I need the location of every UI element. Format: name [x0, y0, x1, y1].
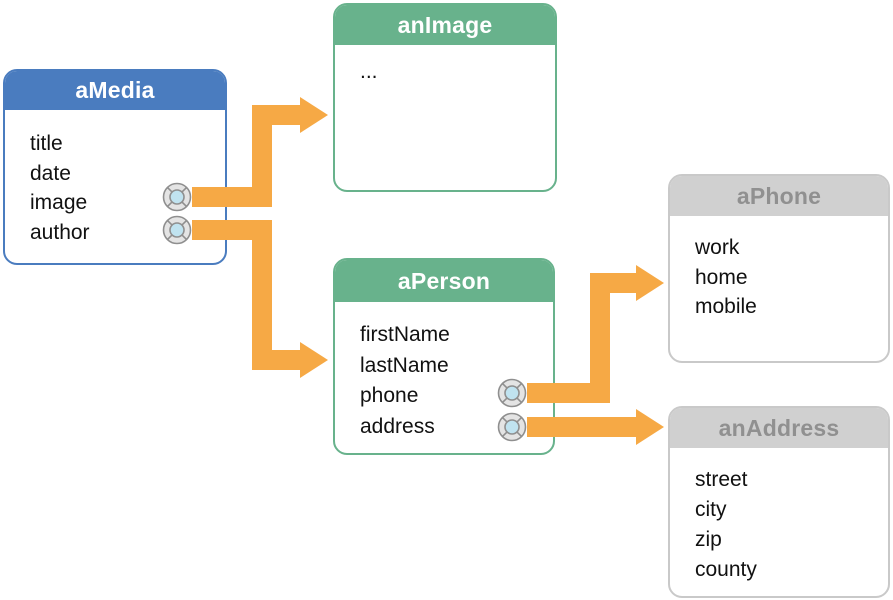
entity-aphone: aPhone work home mobile	[668, 174, 890, 363]
entity-amedia-body: title date image author	[5, 110, 225, 247]
field-work: work	[695, 236, 740, 259]
field-lastname: lastName	[360, 353, 449, 377]
entity-animage: anImage ...	[333, 3, 557, 192]
arrowhead-icon	[636, 409, 664, 445]
entity-aperson-title: aPerson	[397, 267, 491, 294]
field-city: city	[695, 498, 727, 521]
field-zip: zip	[695, 528, 722, 551]
field-address: address	[360, 414, 435, 438]
field-author: author	[30, 220, 90, 244]
entity-animage-body: ...	[335, 45, 555, 87]
entity-anaddress-title: anAddress	[718, 414, 840, 441]
entity-aperson-header: aPerson	[335, 260, 553, 302]
field-street: street	[695, 468, 748, 491]
arrowhead-icon	[636, 265, 664, 301]
entity-aperson: aPerson firstName lastName phone address	[333, 258, 555, 455]
field-county: county	[695, 558, 757, 581]
entity-aperson-body: firstName lastName phone address	[335, 302, 553, 442]
entity-anaddress-header: anAddress	[670, 408, 888, 448]
entity-anaddress: anAddress street city zip county	[668, 406, 890, 598]
field-date: date	[30, 161, 71, 185]
entity-animage-header: anImage	[335, 5, 555, 45]
field-phone: phone	[360, 384, 419, 407]
entity-amedia-title: aMedia	[75, 77, 155, 103]
field-mobile: mobile	[695, 295, 757, 318]
arrowhead-icon	[300, 97, 328, 133]
field-ellipsis: ...	[360, 60, 378, 83]
entity-aphone-title: aPhone	[736, 182, 822, 209]
entity-amedia: aMedia title date image author	[3, 69, 227, 265]
field-home: home	[695, 265, 748, 289]
field-title: title	[30, 132, 63, 155]
field-firstname: firstName	[360, 323, 450, 346]
entity-anaddress-body: street city zip county	[670, 448, 888, 585]
field-image: image	[30, 191, 88, 214]
entity-animage-title: anImage	[397, 11, 493, 38]
entity-aphone-body: work home mobile	[670, 216, 888, 322]
entity-aphone-header: aPhone	[670, 176, 888, 216]
entity-amedia-header: aMedia	[5, 71, 225, 110]
arrowhead-icon	[300, 342, 328, 378]
